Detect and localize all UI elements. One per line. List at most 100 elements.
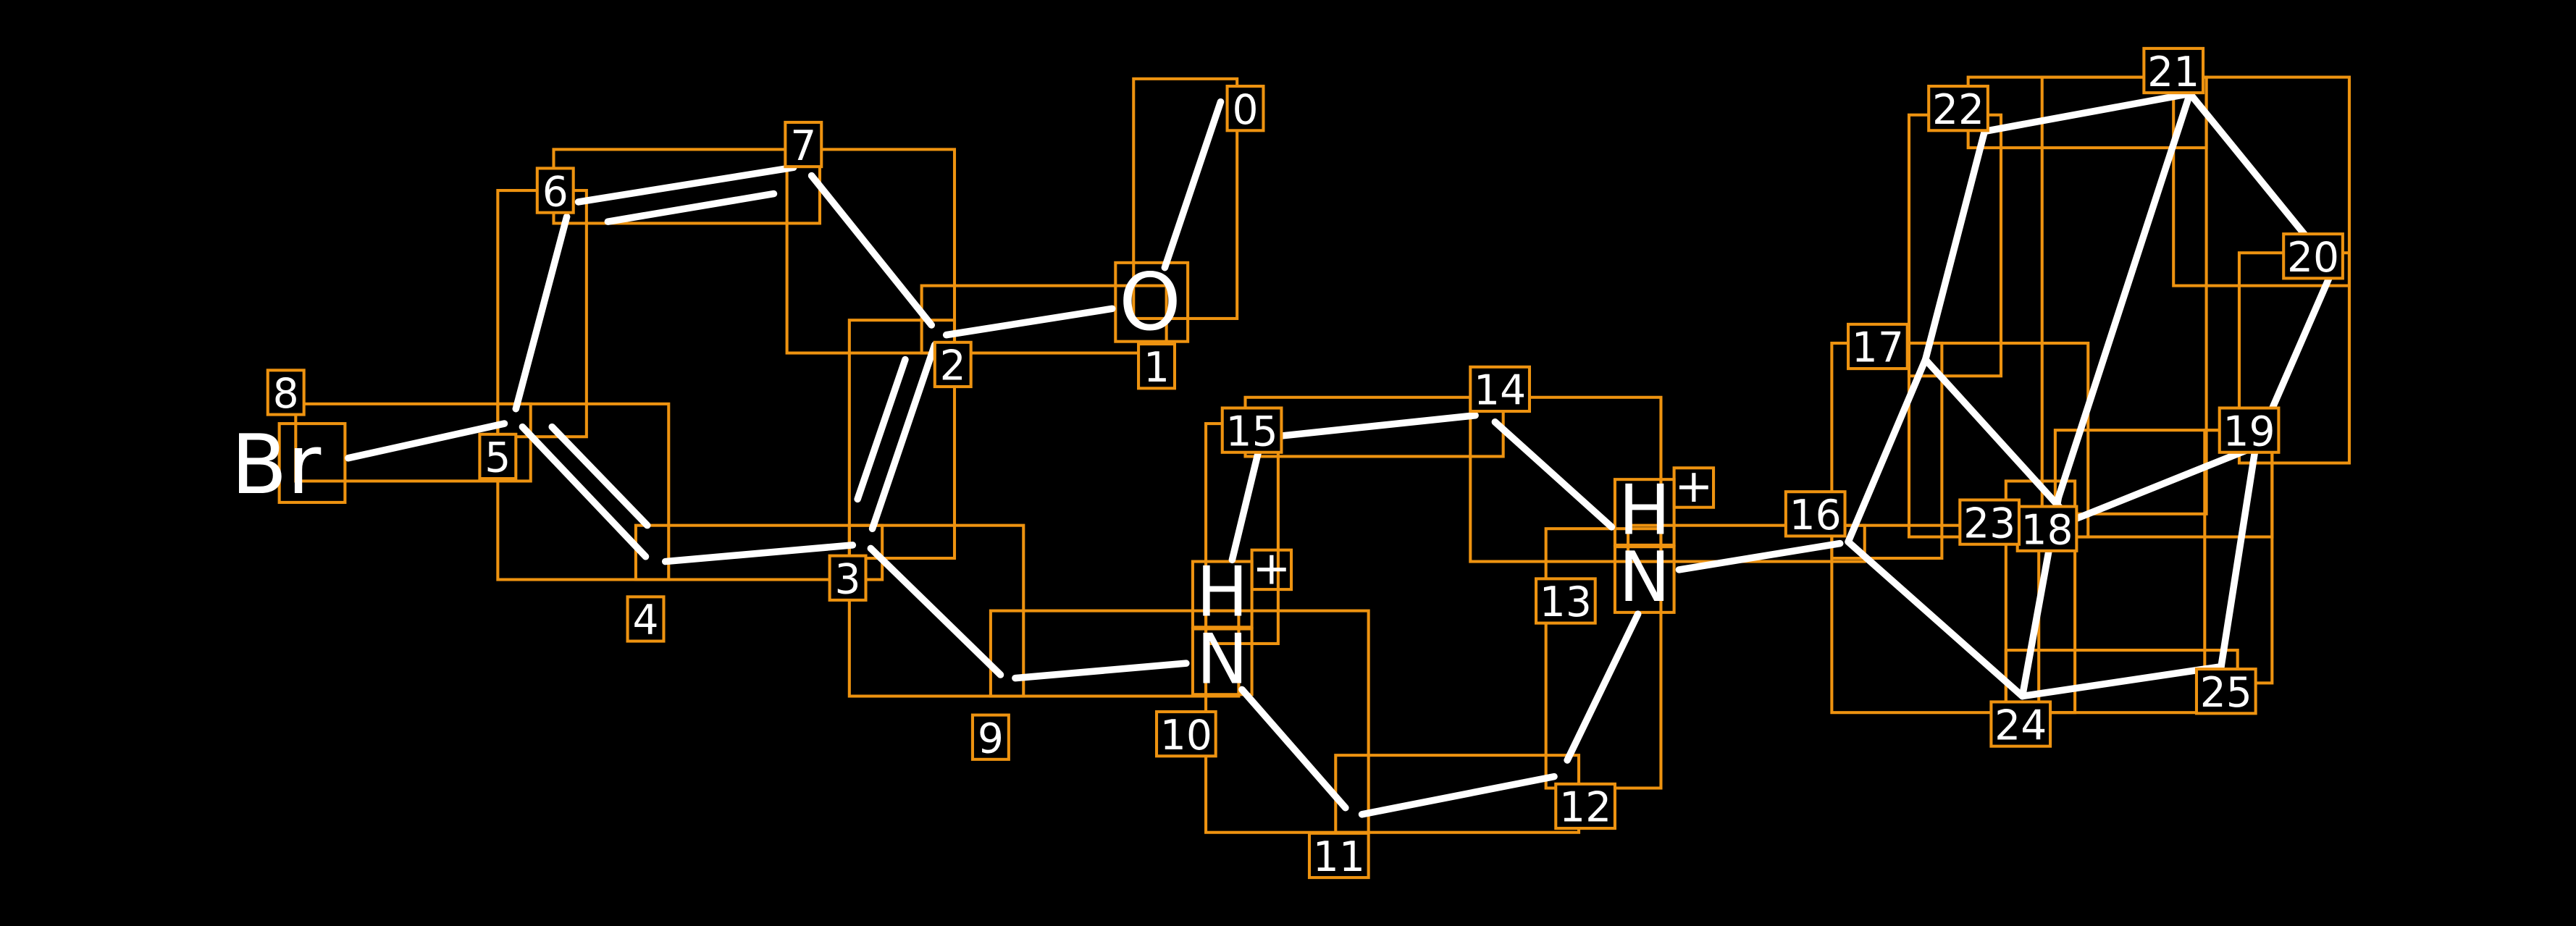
atom-index-box-17: [1847, 322, 1909, 371]
atom-index-box-3: [828, 554, 868, 602]
atom-index-label-2: 2: [940, 342, 966, 390]
atom-index-box-13: [1535, 577, 1597, 625]
bond-double-line-6-7: [604, 190, 778, 225]
bond-box-9-10: [989, 609, 1241, 698]
atom-index-label-7: 7: [790, 122, 816, 170]
atom-index-box-22: [1927, 85, 1989, 132]
atom-index-label-24: 24: [1994, 702, 2047, 749]
atom-glyph-box-10-1: [1191, 627, 1254, 696]
atom-symbol-1-O: O: [1119, 256, 1181, 348]
atom-index-box-10: [1154, 710, 1217, 758]
atom-glyph-box-10-0: [1191, 560, 1254, 629]
atom-index-label-4: 4: [632, 597, 658, 644]
atom-index-label-23: 23: [1963, 500, 2015, 547]
atom-index-box-25: [2194, 668, 2257, 715]
bond-line-15-10: [1228, 447, 1262, 564]
atom-index-box-6: [535, 167, 575, 214]
atom-index-box-0: [1225, 85, 1265, 132]
bond-line-22-21: [1981, 90, 2194, 135]
bond-line-12-13: [1564, 610, 1642, 764]
bond-box-21-23: [2040, 75, 2208, 515]
bond-box-4-5: [496, 402, 671, 581]
atom-glyph-box-13-1: [1613, 545, 1676, 614]
atom-index-label-18: 18: [2021, 506, 2073, 554]
bond-box-8-5: [294, 402, 532, 483]
atom-glyph-box-10-2: [1250, 548, 1293, 592]
bond-line-8-5: [345, 420, 508, 462]
bond-double-line-4-5: [548, 423, 651, 529]
atom-symbol-10-H: H: [1196, 553, 1249, 633]
atom-index-box-1: [1137, 342, 1177, 390]
atom-index-label-22: 22: [1932, 86, 1984, 134]
atom-index-box-8: [266, 369, 306, 416]
bond-line-7-2: [807, 172, 936, 329]
bond-line-0-1: [1161, 98, 1225, 272]
atom-glyph-box-8-0: [277, 422, 347, 504]
bond-line-16-24: [1845, 538, 2026, 700]
atom-index-box-19: [2218, 406, 2281, 454]
atom-index-box-4: [626, 595, 666, 643]
atom-index-label-3: 3: [835, 556, 861, 604]
atom-symbol-13-N: N: [1619, 538, 1670, 618]
atom-index-label-8: 8: [273, 370, 299, 418]
atom-index-label-19: 19: [2223, 408, 2275, 455]
atom-glyph-box-13-2: [1672, 466, 1716, 509]
atom-symbol-10-N: N: [1196, 620, 1248, 700]
atom-index-box-12: [1554, 782, 1616, 830]
atom-index-box-23: [1958, 498, 2021, 546]
atom-index-label-11: 11: [1313, 833, 1365, 881]
bond-line-17-18: [1921, 355, 2076, 524]
bond-line-6-7: [574, 164, 797, 206]
bond-line-19-18: [2068, 443, 2260, 524]
bond-line-9-10: [1012, 660, 1190, 682]
bond-line-13-16: [1675, 539, 1844, 573]
bond-line-21-23: [2055, 90, 2194, 501]
atom-index-box-16: [1784, 490, 1847, 538]
bond-line-16-17: [1845, 355, 1929, 546]
bond-box-2-3: [847, 319, 957, 560]
atom-index-label-13: 13: [1540, 578, 1592, 626]
bond-box-0-1: [1132, 77, 1239, 320]
bond-box-3-4: [634, 523, 884, 581]
bond-line-17-22: [1921, 127, 1989, 363]
bond-box-21-20: [2172, 75, 2351, 287]
bond-line-10-11: [1238, 686, 1349, 812]
atom-index-label-1: 1: [1144, 344, 1170, 392]
bond-line-3-4: [661, 542, 857, 565]
atom-index-label-0: 0: [1232, 86, 1258, 134]
atom-index-box-5: [478, 432, 518, 481]
atom-index-label-5: 5: [484, 434, 511, 482]
atom-index-box-9: [970, 713, 1010, 761]
atom-index-label-10: 10: [1160, 712, 1212, 759]
bond-line-13-14: [1491, 418, 1616, 531]
atom-index-box-24: [1989, 700, 2052, 748]
bond-line-2-3: [868, 341, 939, 532]
bond-line-1-2: [942, 305, 1116, 339]
atom-symbol-13-H: H: [1619, 471, 1671, 550]
bond-double-line-2-3: [854, 355, 909, 503]
atom-glyph-box-13-0: [1613, 478, 1676, 547]
bond-line-25-24: [2018, 662, 2225, 700]
bond-line-11-12: [1358, 773, 1558, 818]
atom-index-box-11: [1307, 831, 1370, 880]
atom-index-label-9: 9: [978, 715, 1004, 762]
atom-index-label-14: 14: [1474, 367, 1526, 415]
atom-index-label-15: 15: [1226, 408, 1278, 455]
atom-index-label-21: 21: [2147, 49, 2199, 96]
atom-index-box-20: [2282, 232, 2344, 280]
atom-glyph-box-1-0: [1114, 261, 1190, 343]
atom-symbol-8-Br: Br: [231, 417, 322, 513]
bond-line-4-5: [519, 423, 650, 560]
atom-index-label-25: 25: [2200, 669, 2252, 717]
bond-box-7-2: [785, 148, 957, 355]
atom-index-box-15: [1220, 406, 1283, 454]
atom-index-box-7: [784, 120, 823, 169]
atom-index-label-20: 20: [2287, 234, 2339, 282]
atom-index-box-2: [933, 340, 973, 389]
atom-index-box-14: [1469, 365, 1532, 413]
atom-index-label-16: 16: [1790, 492, 1842, 539]
atom-index-label-17: 17: [1852, 324, 1904, 372]
atom-index-label-12: 12: [1559, 784, 1611, 832]
atom-symbol-10-+: +: [1252, 542, 1291, 595]
